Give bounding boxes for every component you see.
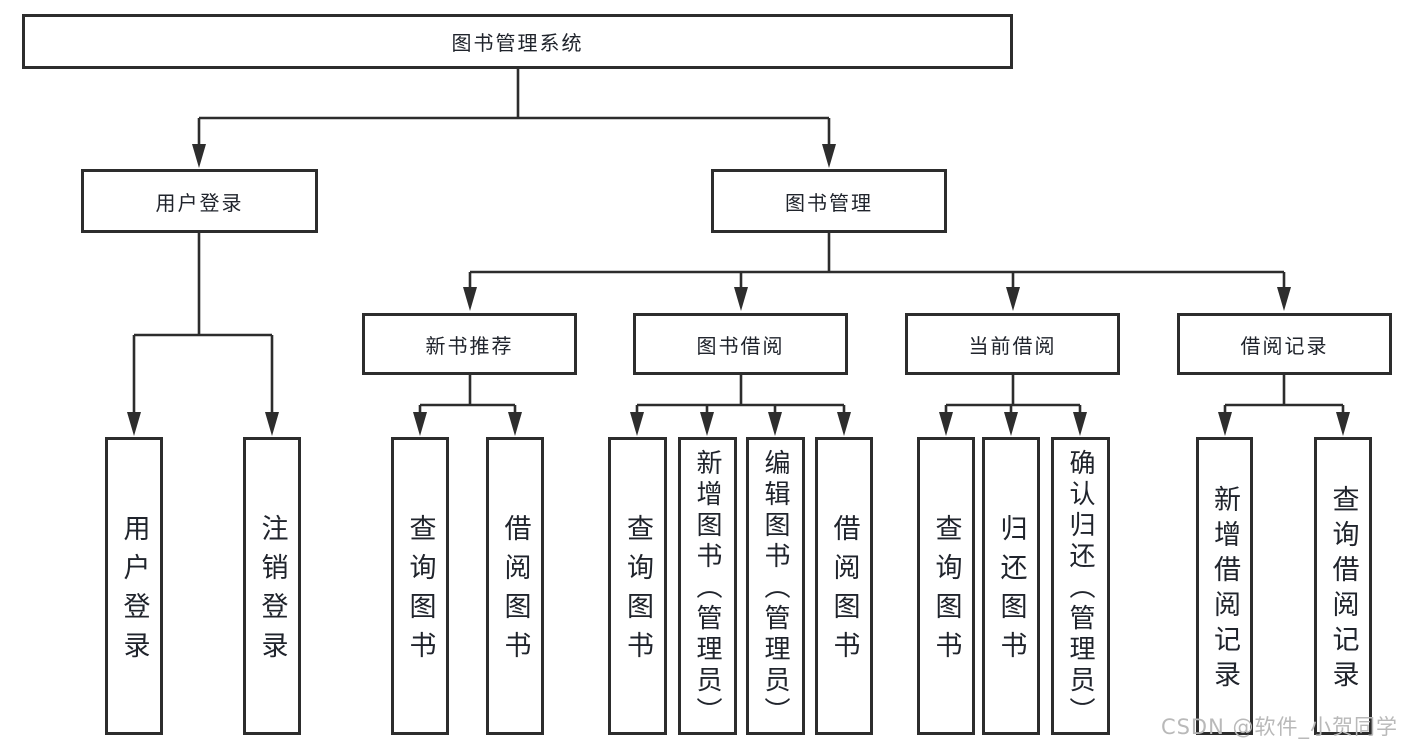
connector-user-login <box>132 233 274 413</box>
leaf-add-book-admin-label: 新增图书（管理员） <box>692 449 722 728</box>
node-book-management-label: 图书管理 <box>785 190 873 215</box>
node-root: 图书管理系统 <box>22 14 1013 69</box>
arrowhead <box>768 412 782 436</box>
arrowhead <box>127 412 141 436</box>
leaf-query-books-current: 查询图书 <box>917 437 975 735</box>
leaf-borrow-books-label: 借阅图书 <box>828 514 860 670</box>
leaf-query-borrow-record: 查询借阅记录 <box>1314 437 1372 735</box>
leaf-confirm-return-admin-label: 确认归还（管理员） <box>1065 449 1095 728</box>
leaf-borrow-books: 借阅图书 <box>815 437 873 735</box>
node-book-borrowing-label: 图书借阅 <box>696 333 785 358</box>
arrowhead <box>1004 412 1018 436</box>
leaf-logout: 注销登录 <box>243 437 301 735</box>
node-current-borrowing-label: 当前借阅 <box>968 333 1057 358</box>
arrowhead <box>265 412 279 436</box>
node-borrowing-records: 借阅记录 <box>1177 313 1392 375</box>
arrowhead <box>1336 412 1350 436</box>
leaf-user-login-label: 用户登录 <box>118 514 150 670</box>
arrowhead <box>192 144 206 168</box>
arrowhead <box>837 412 851 436</box>
leaf-add-borrow-record-label: 新增借阅记录 <box>1209 485 1240 695</box>
connector-book-management <box>468 233 1286 289</box>
arrowhead <box>939 412 953 436</box>
node-user-login: 用户登录 <box>81 169 318 233</box>
arrowhead <box>700 412 714 436</box>
leaf-query-books-borrow-label: 查询图书 <box>622 514 653 670</box>
node-new-book-recommendation: 新书推荐 <box>362 313 577 375</box>
connector-recommend <box>418 375 517 413</box>
arrowhead <box>630 412 644 436</box>
arrowhead <box>1277 287 1291 311</box>
leaf-logout-label: 注销登录 <box>256 514 288 670</box>
node-root-label: 图书管理系统 <box>451 31 584 55</box>
leaf-add-book-admin: 新增图书（管理员） <box>678 437 737 735</box>
arrowhead <box>1073 412 1087 436</box>
connector-current <box>944 375 1082 413</box>
arrowhead <box>463 287 477 311</box>
node-current-borrowing: 当前借阅 <box>905 313 1120 375</box>
leaf-return-books-label: 归还图书 <box>995 514 1027 670</box>
node-user-login-label: 用户登录 <box>155 190 244 215</box>
arrowhead <box>413 412 427 436</box>
connector-root <box>197 69 831 145</box>
leaf-query-books-recommend-label: 查询图书 <box>404 514 436 670</box>
node-book-borrowing: 图书借阅 <box>633 313 848 375</box>
leaf-edit-book-admin-label: 编辑图书（管理员） <box>760 449 790 728</box>
arrowhead <box>822 144 836 168</box>
arrowhead <box>734 287 748 311</box>
leaf-borrow-books-recommend-label: 借阅图书 <box>499 514 531 670</box>
leaf-query-books-current-label: 查询图书 <box>930 514 962 670</box>
connector-records <box>1223 375 1345 413</box>
leaf-user-login: 用户登录 <box>105 437 163 735</box>
leaf-query-books-recommend: 查询图书 <box>391 437 449 735</box>
arrowhead <box>1218 412 1232 436</box>
arrowhead <box>1006 287 1020 311</box>
leaf-add-borrow-record: 新增借阅记录 <box>1196 437 1253 735</box>
node-book-management: 图书管理 <box>711 169 947 233</box>
leaf-query-borrow-record-label: 查询借阅记录 <box>1327 485 1359 695</box>
arrowhead <box>508 412 522 436</box>
leaf-query-books-borrow: 查询图书 <box>608 437 667 735</box>
leaf-confirm-return-admin: 确认归还（管理员） <box>1051 437 1110 735</box>
leaf-edit-book-admin: 编辑图书（管理员） <box>746 437 805 735</box>
connector-borrow <box>635 375 846 413</box>
node-new-book-recommendation-label: 新书推荐 <box>425 333 514 358</box>
leaf-borrow-books-recommend: 借阅图书 <box>486 437 544 735</box>
leaf-return-books: 归还图书 <box>982 437 1040 735</box>
node-borrowing-records-label: 借阅记录 <box>1240 333 1329 358</box>
